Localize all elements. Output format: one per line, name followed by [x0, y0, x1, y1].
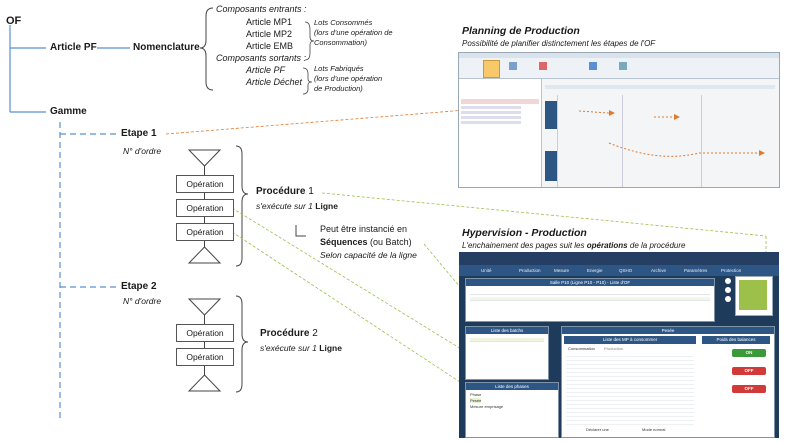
hypervision-subtitle: L'enchainement des pages suit les opérat…: [462, 241, 686, 250]
planning-screenshot: [458, 52, 780, 188]
procedure2-label: Procédure 2: [260, 328, 318, 339]
planning-title: Planning de Production: [462, 25, 580, 37]
sequences-line1: Peut être instancié en: [320, 224, 408, 234]
gamme-label: Gamme: [50, 106, 87, 117]
operation-box: Opération: [176, 175, 234, 193]
operation-box: Opération: [176, 199, 234, 217]
lots-fabriques: Lots Fabriqués (lors d'une opération de …: [314, 64, 383, 93]
sequences-line2: Séquences (ou Batch): [320, 237, 412, 247]
composants-entrants-title: Composants entrants :: [216, 4, 307, 14]
etape1-order: N° d'ordre: [123, 146, 162, 156]
lots-consommes: Lots Consommés (lors d'une opération de …: [314, 18, 393, 47]
operation-box: Opération: [176, 324, 234, 342]
composants-sortants-title: Composants sortants :: [216, 53, 307, 63]
entrant-item: Article EMB: [246, 41, 294, 51]
procedure1-exec: s'exécute sur 1 Ligne: [256, 201, 338, 211]
entrant-item: Article MP2: [246, 29, 293, 39]
hypervision-screenshot: Unité Production Mesure Energie QSHO Arc…: [459, 252, 779, 438]
procedure2-exec: s'exécute sur 1 Ligne: [260, 343, 342, 353]
entrant-item: Article MP1: [246, 17, 293, 27]
operation-box: Opération: [176, 223, 234, 241]
operation-box: Opération: [176, 348, 234, 366]
planning-subtitle: Possibilité de planifier distinctement l…: [462, 39, 656, 48]
article-pf-label: Article PF: [50, 42, 97, 53]
sortant-item: Article Déchet: [246, 77, 303, 87]
procedure1-label: Procédure 1: [256, 186, 314, 197]
hypervision-title: Hypervision - Production: [462, 227, 587, 239]
etape2-order: N° d'ordre: [123, 296, 162, 306]
sortant-item: Article PF: [246, 65, 286, 75]
etape2-label: Etape 2: [121, 281, 157, 292]
sequences-line3: Selon capacité de la ligne: [320, 250, 417, 260]
of-label: OF: [6, 15, 22, 27]
nomenclature-label: Nomenclature: [133, 42, 200, 53]
etape1-label: Etape 1: [121, 128, 157, 139]
